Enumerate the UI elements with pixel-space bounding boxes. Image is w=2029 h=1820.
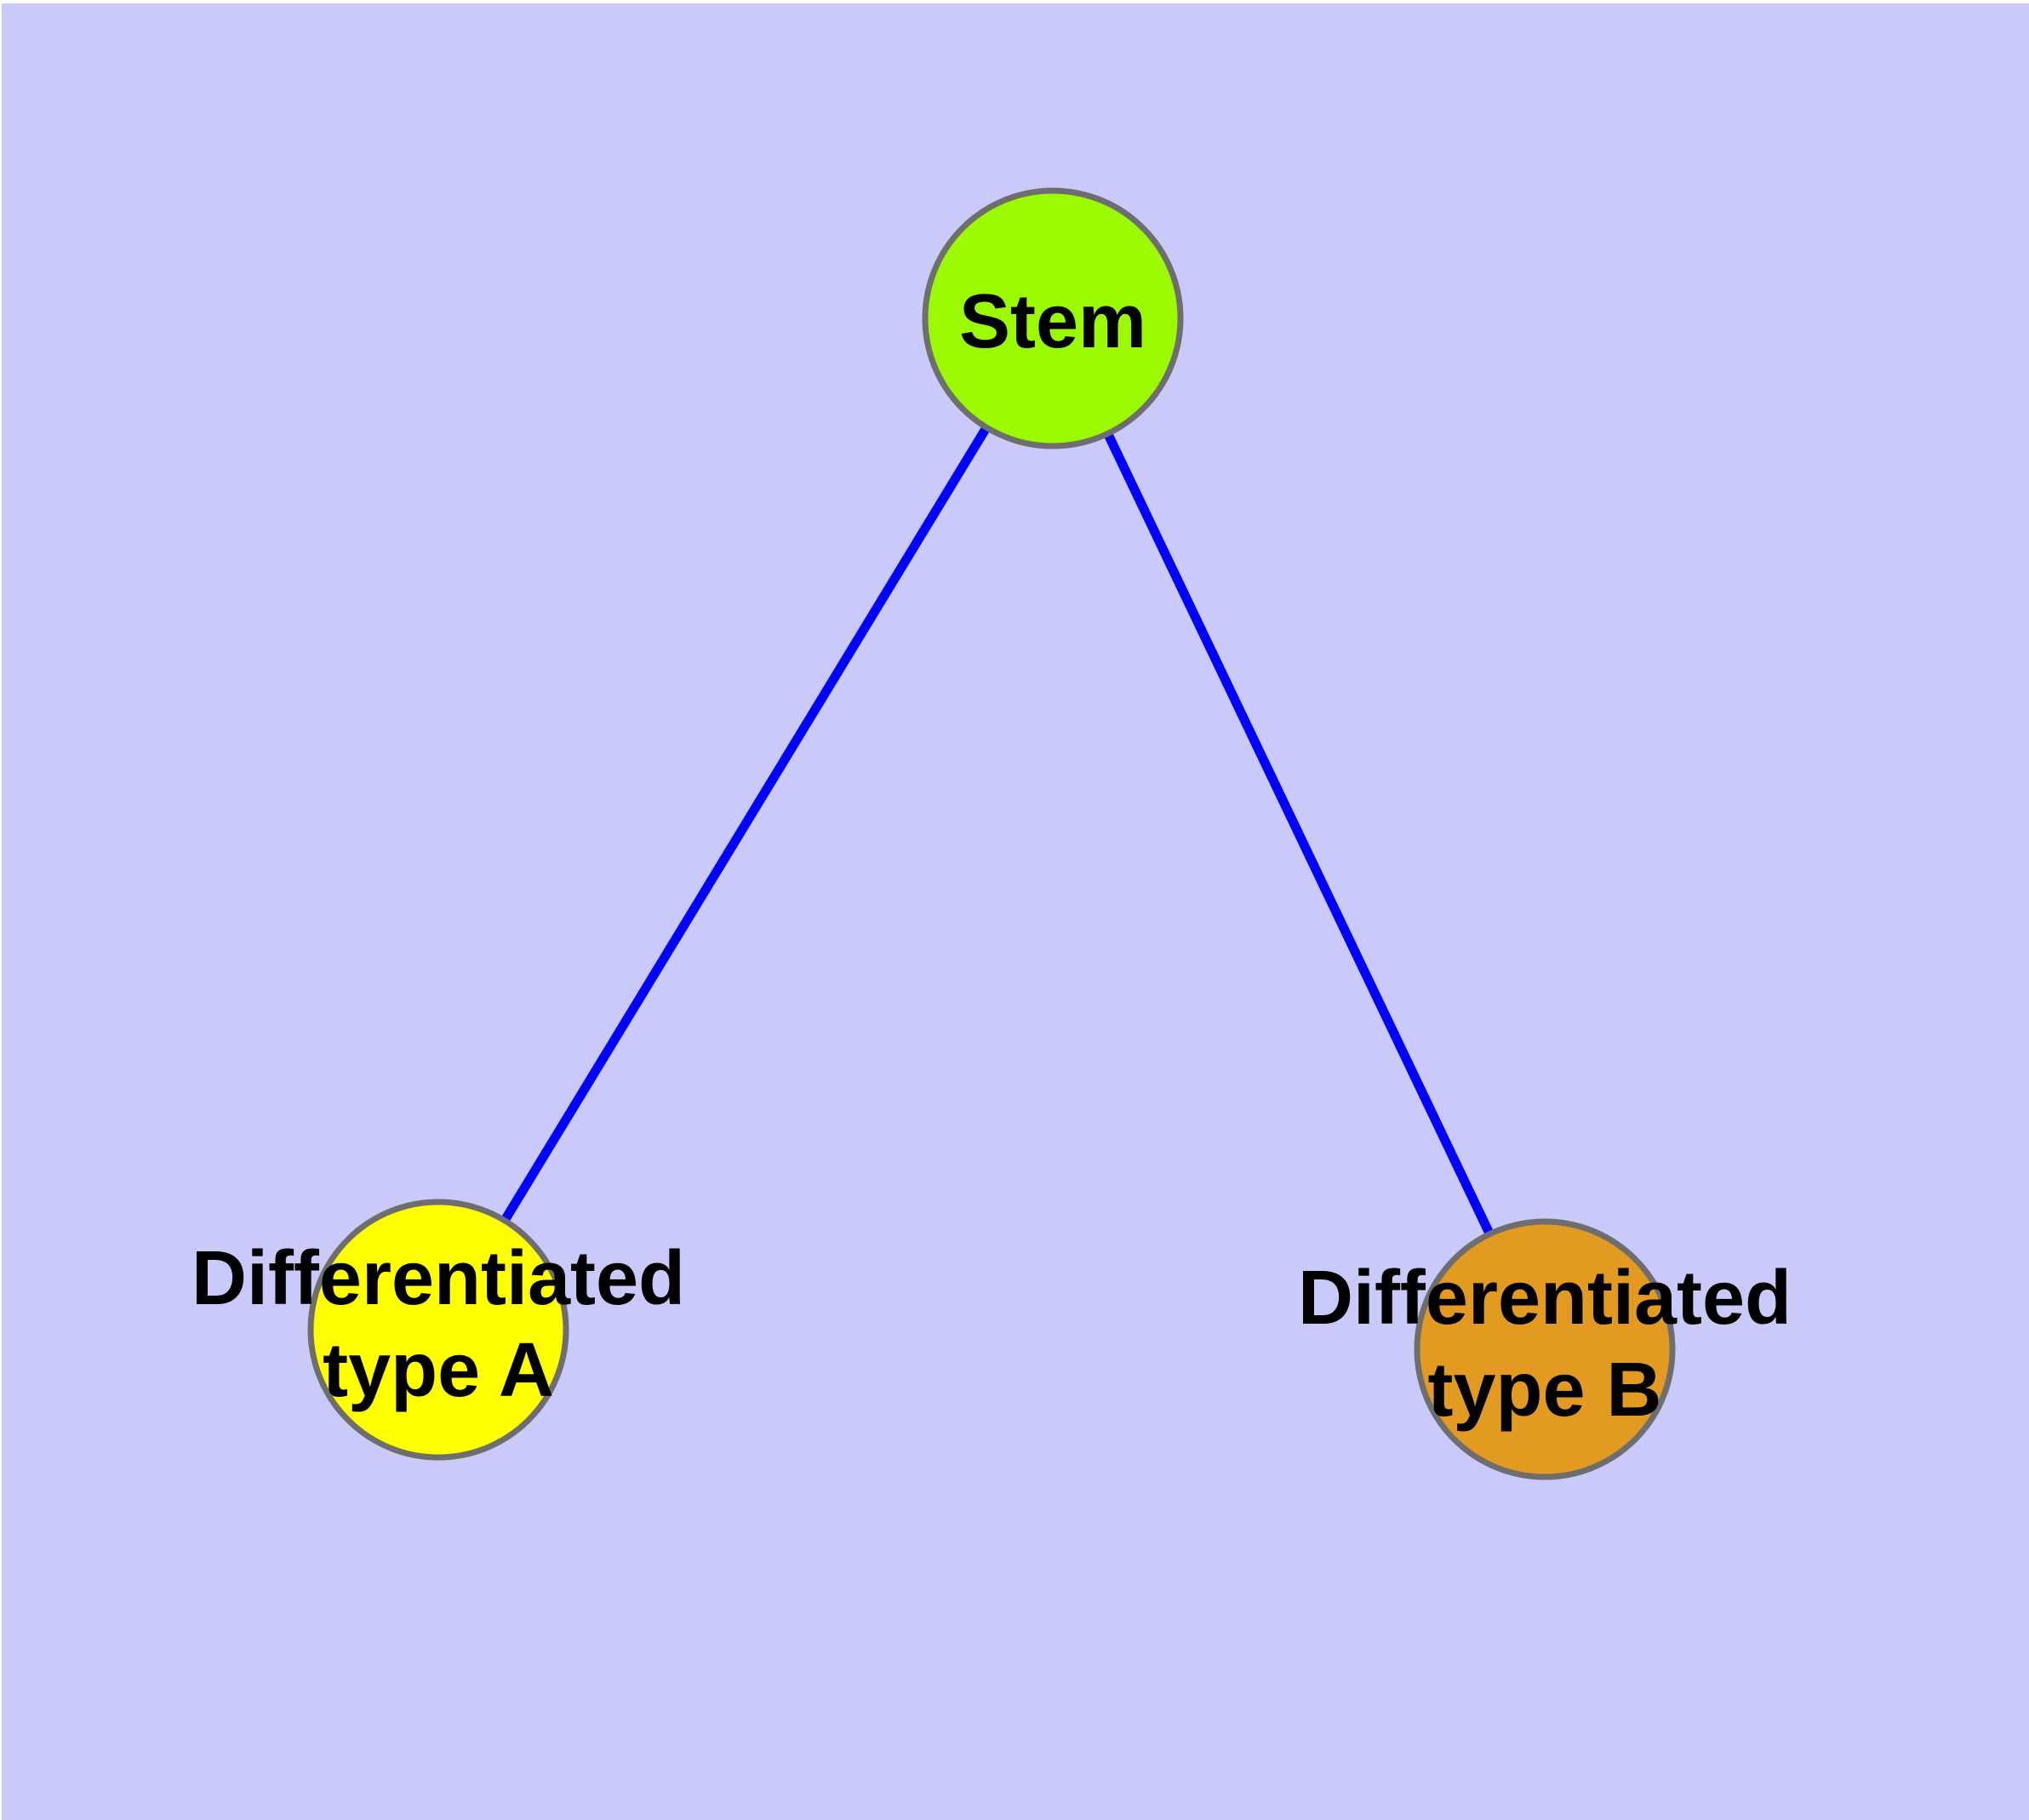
node-type-a-label-line2: type A (323, 1328, 554, 1413)
node-type-b-label-line1: Differentiated (1298, 1256, 1792, 1341)
node-type-b (1414, 1218, 1676, 1480)
edge-stem-to-type-a (434, 316, 1057, 1332)
node-type-b-label-line2: type B (1427, 1348, 1661, 1433)
nodes (307, 187, 1676, 1480)
node-stem-label: Stem (959, 279, 1146, 364)
labels: Stem Differentiated type A Differentiate… (191, 279, 1792, 1433)
node-type-a (307, 1199, 569, 1461)
edge-stem-to-type-b (1049, 316, 1549, 1352)
node-type-a-label-line1: Differentiated (191, 1236, 685, 1321)
node-stem (922, 187, 1184, 449)
edges (434, 316, 1549, 1352)
